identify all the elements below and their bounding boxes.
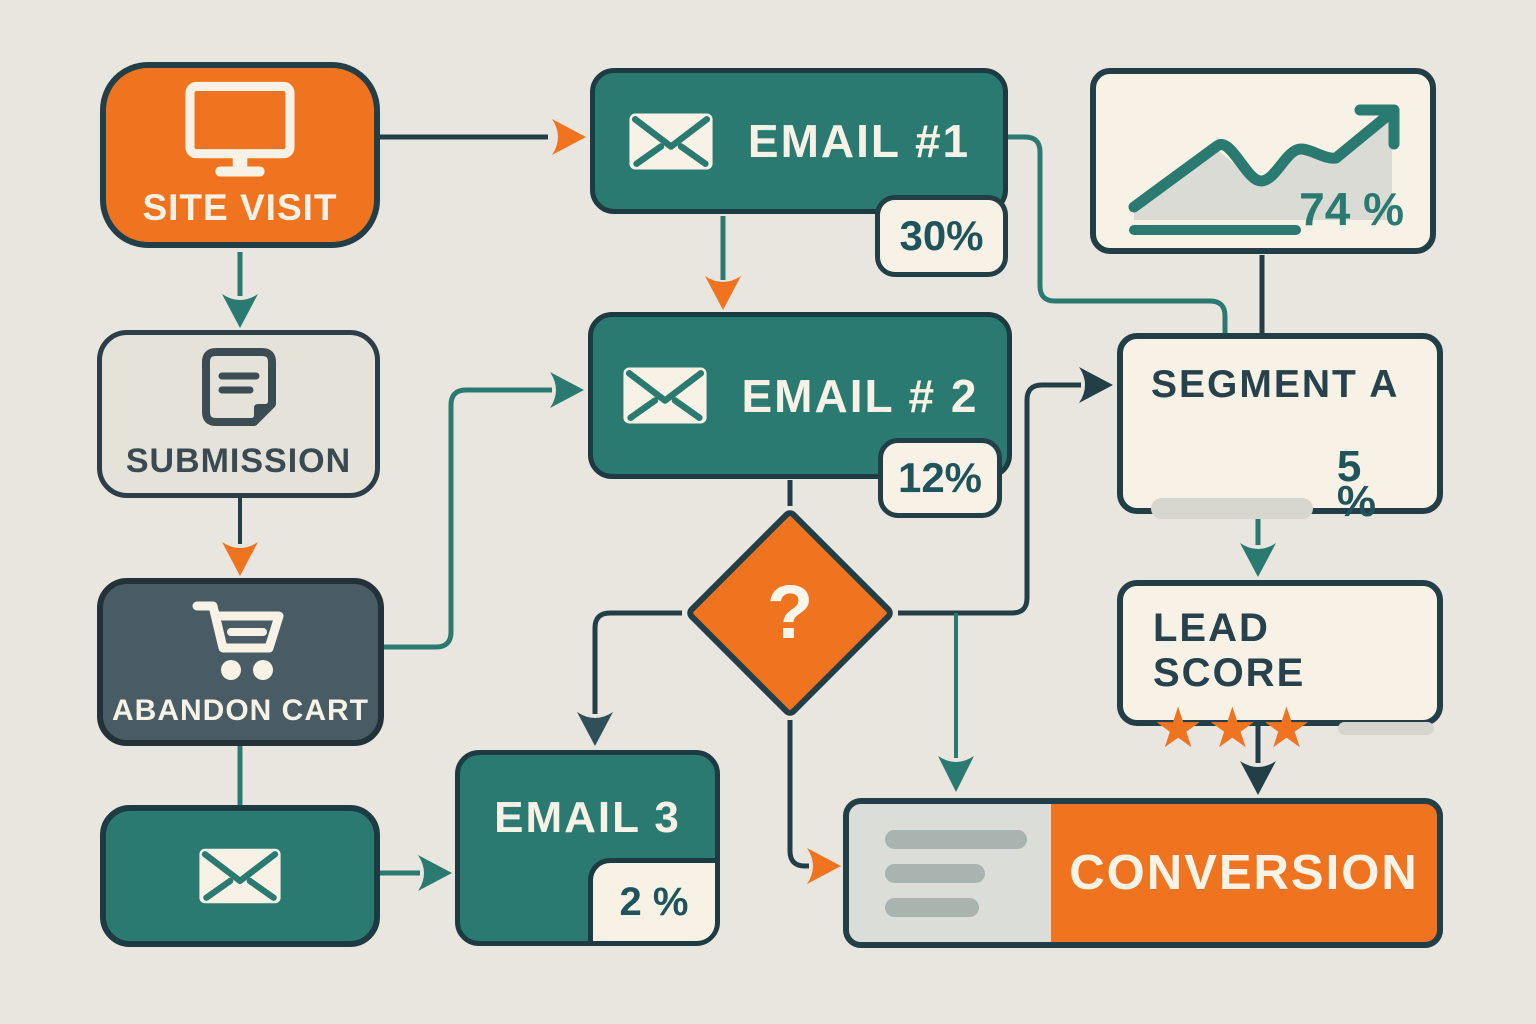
growth-percent: 74 % — [1299, 183, 1404, 235]
node-email-1: EMAIL #1 — [590, 68, 1008, 214]
monitor-icon — [185, 81, 295, 177]
arrow-sitevisit-to-email1 — [380, 119, 586, 155]
submission-label: SUBMISSION — [125, 441, 352, 480]
line-email1-to-segment — [1008, 134, 1228, 333]
envelope-icon — [622, 366, 708, 425]
arrow-segment-to-leadscore — [1240, 514, 1276, 577]
arrow-retargetemail-to-email3 — [380, 855, 452, 891]
site-visit-label: SITE VISIT — [142, 187, 338, 228]
node-email-3: EMAIL 3 2 % — [455, 750, 720, 946]
arrow-decision-to-email3 — [577, 610, 682, 746]
question-mark: ? — [766, 570, 814, 655]
node-abandon-cart: ABANDON CART — [97, 578, 384, 746]
segment-secondary-bar — [1151, 498, 1313, 520]
envelope-icon — [628, 112, 714, 171]
score-pill-bar — [1337, 721, 1434, 735]
arrow-email1-to-email2 — [705, 216, 741, 310]
email1-open-rate: 30% — [899, 212, 984, 259]
star-icon: ★ — [1207, 696, 1258, 759]
email3-rate-badge: 2 % — [588, 858, 715, 941]
arrow-submission-to-abandoncart — [222, 498, 258, 576]
envelope-icon — [198, 847, 282, 905]
abandon-cart-label: ABANDON CART — [112, 694, 369, 727]
segment-a-percent: 5 % — [1336, 442, 1376, 527]
node-site-visit: SITE VISIT — [100, 62, 380, 248]
email2-label: EMAIL # 2 — [741, 369, 979, 422]
node-segment-a: SEGMENT A 5 % — [1117, 333, 1443, 524]
node-conversion: CONVERSION — [843, 798, 1443, 948]
segment-a-label: SEGMENT A — [1151, 363, 1400, 406]
arrow-decision-to-conversion — [787, 720, 841, 884]
email1-label: EMAIL #1 — [747, 115, 971, 167]
node-growth-chart: 74 % — [1090, 68, 1436, 254]
email3-label: EMAIL 3 — [494, 793, 681, 842]
cart-icon — [192, 601, 283, 680]
arrow-sitevisit-to-submission — [222, 252, 258, 328]
text-line-icon — [885, 863, 985, 883]
text-line-icon — [885, 897, 979, 917]
trend-line-icon — [1128, 104, 1400, 235]
text-line-icon — [885, 829, 1027, 849]
email1-open-rate-badge: 30% — [875, 195, 1008, 277]
email2-open-rate-badge: 12% — [878, 438, 1002, 518]
arrow-abandoncart-to-email2 — [384, 372, 584, 650]
conversion-summary-panel — [849, 804, 1051, 942]
node-lead-score: LEAD SCORE ★ ★ ★ — [1117, 580, 1443, 756]
conversion-label: CONVERSION — [1069, 846, 1419, 900]
node-submission: SUBMISSION — [97, 330, 380, 498]
star-icon: ★ — [1261, 696, 1312, 759]
email2-open-rate: 12% — [897, 454, 983, 501]
node-retarget-email — [100, 805, 380, 947]
document-icon — [201, 347, 276, 426]
arrow-decision-to-segment — [898, 367, 1113, 616]
email3-rate: 2 % — [619, 879, 689, 924]
arrow-leadscore-to-conversion — [1240, 726, 1276, 795]
star-icon: ★ — [1153, 696, 1204, 759]
conversion-panel: CONVERSION — [1051, 845, 1437, 901]
arrow-decision-branch-to-conversion — [938, 613, 974, 792]
lead-score-label: LEAD SCORE — [1153, 606, 1306, 695]
